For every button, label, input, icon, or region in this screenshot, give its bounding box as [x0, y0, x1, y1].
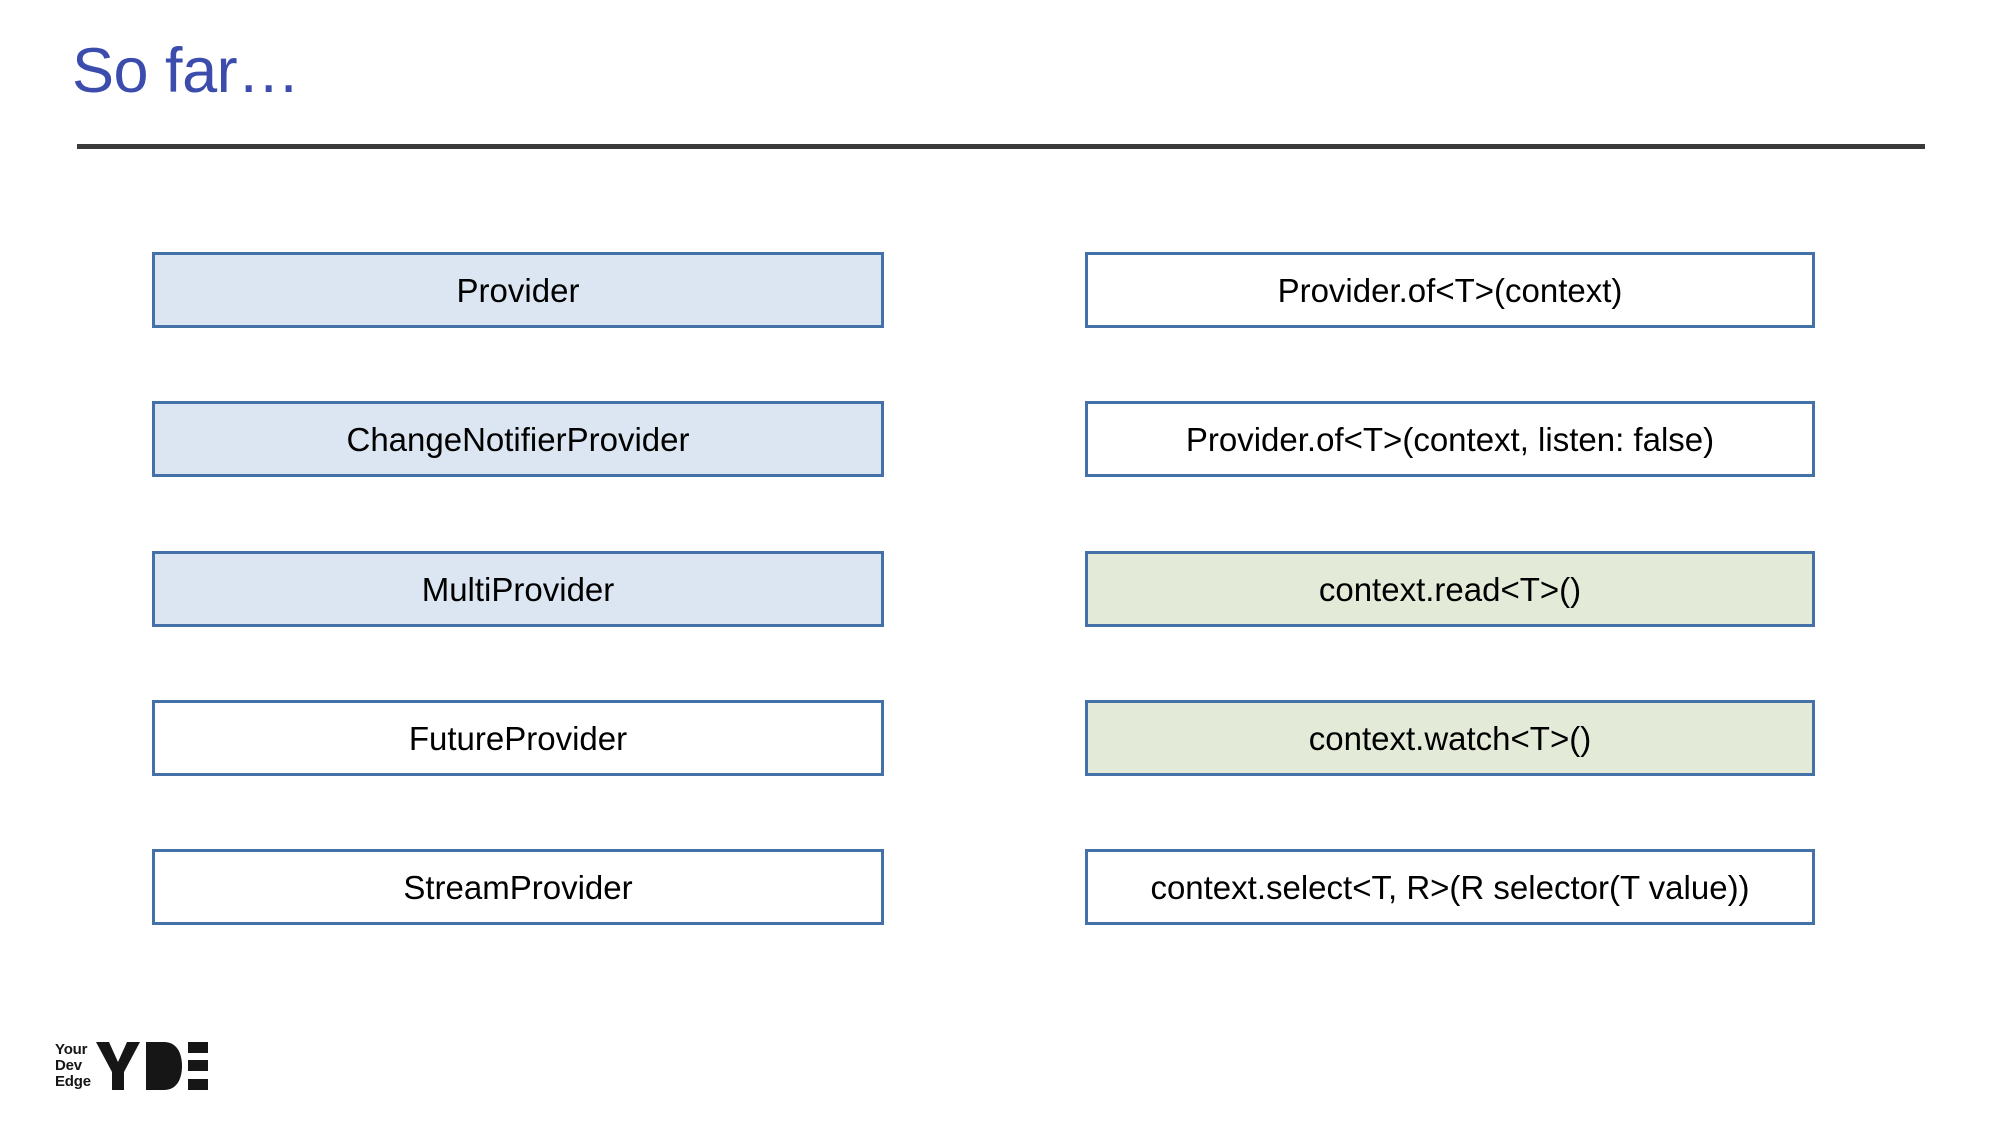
logo-line-2: Dev — [55, 1056, 82, 1074]
table-row: StreamProvider context.select<T, R>(R se… — [0, 849, 2000, 925]
table-row: FutureProvider context.watch<T>() — [0, 700, 2000, 776]
title-divider — [77, 144, 1925, 149]
page-title: So far… — [72, 36, 300, 106]
logo-wordmark: Your Dev Edge — [55, 1040, 91, 1091]
table-row: MultiProvider context.read<T>() — [0, 551, 2000, 627]
provider-box-left[interactable]: Provider — [152, 252, 884, 328]
provider-box-right[interactable]: context.watch<T>() — [1085, 700, 1815, 776]
provider-box-left[interactable]: MultiProvider — [152, 551, 884, 627]
provider-box-left[interactable]: ChangeNotifierProvider — [152, 401, 884, 477]
provider-box-right[interactable]: context.read<T>() — [1085, 551, 1815, 627]
provider-box-right[interactable]: context.select<T, R>(R selector(T value)… — [1085, 849, 1815, 925]
yde-logo-icon — [95, 1042, 208, 1090]
provider-box-left[interactable]: FutureProvider — [152, 700, 884, 776]
logo-line-3: Edge — [55, 1073, 91, 1091]
table-row: Provider Provider.of<T>(context) — [0, 252, 2000, 328]
logo-line-1: Your — [55, 1040, 88, 1058]
provider-box-left[interactable]: StreamProvider — [152, 849, 884, 925]
logo: Your Dev Edge — [55, 1040, 208, 1091]
provider-box-right[interactable]: Provider.of<T>(context, listen: false) — [1085, 401, 1815, 477]
provider-box-right[interactable]: Provider.of<T>(context) — [1085, 252, 1815, 328]
table-row: ChangeNotifierProvider Provider.of<T>(co… — [0, 401, 2000, 477]
